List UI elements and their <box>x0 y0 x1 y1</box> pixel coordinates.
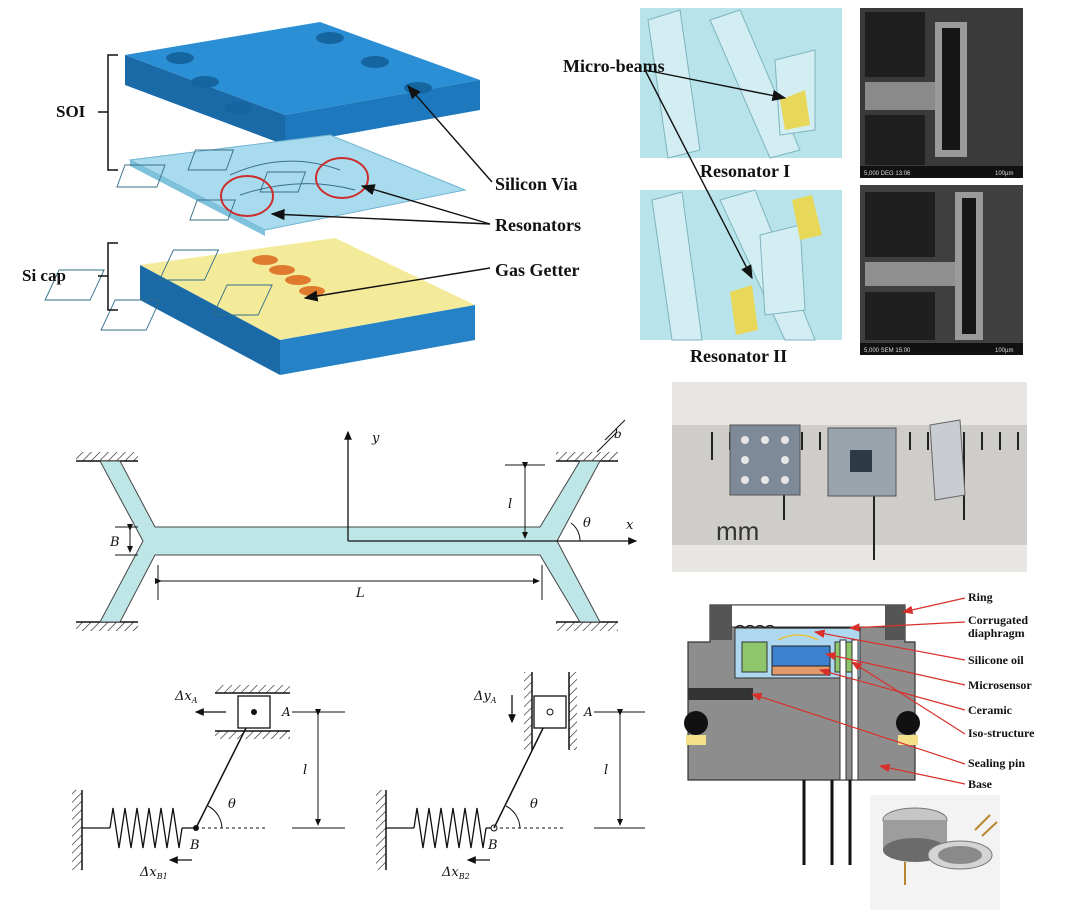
si-cap-label: Si cap <box>22 266 66 285</box>
panel-b-resonators: Micro-beams Resonator I Resonator II 5,0… <box>563 8 1023 366</box>
theta-left: θ <box>228 797 236 812</box>
hatch-bottom-left <box>76 622 138 631</box>
chip-1 <box>729 424 801 496</box>
micro-beams-label: Micro-beams <box>563 56 665 76</box>
micro-beam-arrow-1 <box>644 69 787 102</box>
l-right: l <box>604 763 608 778</box>
panel-c-beam-geometry: y x l θ b B L <box>76 419 638 631</box>
l-left: l <box>303 763 307 778</box>
B-right: B <box>487 838 498 853</box>
sem2-scale: 100µm <box>995 348 1013 354</box>
resonator-2-label: Resonator II <box>690 346 787 366</box>
panel-d-ruler-photo: mm <box>672 382 1027 572</box>
ring-label: Ring <box>968 590 993 604</box>
diaphragm-label: diaphragm <box>968 626 1025 640</box>
panel-f-package-section: Ring Corrugated diaphragm Silicone oil M… <box>684 590 1035 910</box>
packaged-sensor-photo <box>870 795 1000 910</box>
sem-image-2: 5,000 SEM 15:00 100µm <box>860 185 1023 355</box>
sem1-caption: 5,000 DEG 13:06 <box>864 171 911 177</box>
spring-right <box>413 807 487 849</box>
gas-getter-pads <box>252 255 325 296</box>
dxB2: ΔxB2 <box>441 865 470 881</box>
soi-bracket <box>98 54 118 171</box>
resonator-layer <box>116 134 467 236</box>
spring-left <box>109 807 183 849</box>
resonator-arrow-1 <box>270 208 491 225</box>
A-right: A <box>583 705 593 719</box>
sem1-scale: 100µm <box>995 171 1013 177</box>
ring-right <box>885 605 905 640</box>
iso-structure-label: Iso-structure <box>968 726 1035 740</box>
l-label: l <box>508 497 512 512</box>
sem-image-1: 5,000 DEG 13:06 100µm <box>860 8 1023 178</box>
microsensor <box>771 645 831 667</box>
gas-getter-label: Gas Getter <box>495 260 579 280</box>
dxA-left: ΔxA <box>174 689 198 705</box>
si-cap-bracket <box>98 242 118 311</box>
corrugated-diaphragm <box>734 624 855 629</box>
soi-label: SOI <box>56 102 86 121</box>
ceramic-label: Ceramic <box>968 703 1013 717</box>
mm-label: mm <box>716 516 759 546</box>
resonators-label: Resonators <box>495 215 581 235</box>
silicone-oil-label: Silicone oil <box>968 653 1024 667</box>
L-label: L <box>355 586 365 601</box>
panel-a-exploded-stack: SOI Si cap Silicon Via Resonators Gas Ge… <box>22 22 581 375</box>
sem2-caption: 5,000 SEM 15:00 <box>864 348 911 354</box>
hatch-bottom-right <box>556 622 618 631</box>
silicon-via-arrow <box>407 84 493 183</box>
silicon-via-label: Silicon Via <box>495 174 578 194</box>
si-cap-layer <box>44 238 475 375</box>
slider-block-right <box>533 695 567 729</box>
base-label: Base <box>968 777 993 791</box>
resonator-1-label: Resonator I <box>700 161 790 181</box>
chip-3 <box>929 419 966 501</box>
x-label: x <box>626 518 634 533</box>
ring-left <box>710 605 732 640</box>
b-label: b <box>614 427 622 441</box>
microsensor-label: Microsensor <box>968 678 1032 692</box>
resonator-arrow-2 <box>360 184 491 225</box>
B-left: B <box>189 838 200 853</box>
sealing-pin-label: Sealing pin <box>968 756 1025 770</box>
y-label: y <box>371 431 380 446</box>
dyA-right: ΔyA <box>473 689 497 705</box>
theta-right: θ <box>530 797 538 812</box>
theta-label: θ <box>583 516 591 531</box>
hatch-top-left <box>76 452 138 461</box>
B-label: B <box>109 535 120 550</box>
gas-getter-arrow <box>303 267 491 302</box>
panel-e-spring-right: θ B A ΔyA l ΔxB2 <box>376 672 645 881</box>
corrugated-label: Corrugated <box>968 613 1028 627</box>
panel-e-spring-left: θ B A ΔxA l ΔxB1 <box>72 685 345 881</box>
hatch-top-right <box>556 452 618 461</box>
micro-beam-arrow-2 <box>644 69 753 280</box>
sealing-pin <box>688 688 753 700</box>
dxB1: ΔxB1 <box>139 865 168 881</box>
A-left: A <box>281 705 291 719</box>
soi-layer <box>125 22 480 145</box>
